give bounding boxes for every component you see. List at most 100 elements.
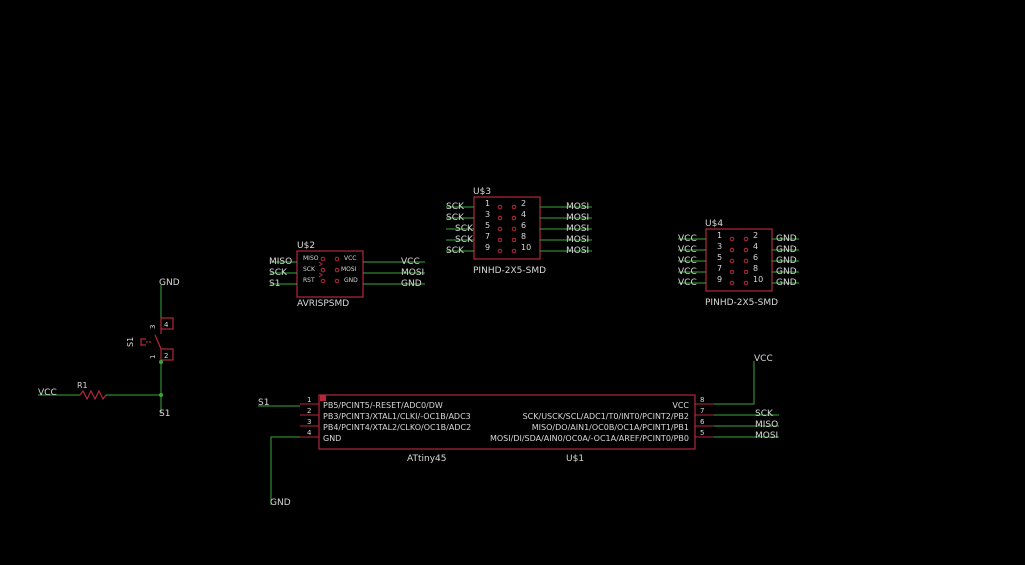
net-label-sck: SCK [755,409,774,419]
s1-lever [154,334,162,350]
u2-net-s1: S1 [269,279,280,289]
u4-body [705,228,773,292]
resistor-r1[interactable]: VCC R1 [38,381,161,401]
u4-pin-num: 5 [717,253,722,262]
u4-net-left: VCC [678,278,697,288]
u2-pin-chevrons [318,261,323,278]
r1-net-left: VCC [38,388,57,398]
u4-name: U$4 [705,219,723,229]
junction-dot [159,360,163,364]
attiny-pin5-label: MOSI/DI/SDA/AIN0/OC0A/-OC1A/AREF/PCINT0/… [490,434,689,443]
avrisp-header-part[interactable]: U$2 AVRISPSMD MISO SCK RST VCC MOSI GND … [269,241,425,309]
attiny-pin2-label: PB3/PCINT3/XTAL1/CLKI/-OC1B/ADC3 [323,412,471,421]
u3-pin-num: 7 [485,232,490,241]
s1-pin1: 1 [149,355,157,359]
pushbutton-s1[interactable]: GND S1 4 2 3 1 S1 [126,278,180,419]
s1-pin4: 4 [164,321,169,329]
u2-name: U$2 [297,241,315,251]
u2-pad [320,278,326,284]
r1-zigzag [79,389,107,401]
u2-pad [320,256,326,262]
u4-wires [678,238,799,284]
u2-pin-gnd: GND [344,277,358,284]
u3-net-right: MOSI [566,235,589,245]
attiny-pin4-num: 4 [307,429,312,437]
u2-net-miso: MISO [269,257,292,267]
u4-pin-num: 3 [717,242,722,251]
s1-pin-box-bottom [160,348,174,361]
pin-header-u3[interactable]: U$3 PINHD-2X5-SMD 1 3 5 7 9 2 4 6 8 10 S… [446,187,592,276]
u2-pin-mosi: MOSI [341,266,357,273]
s1-name: S1 [126,337,135,347]
u3-body [473,196,541,260]
u3-pin-num: 10 [521,243,531,252]
u4-pin-num: 10 [753,275,763,284]
u4-net-left: VCC [678,256,697,266]
attiny-pin7-label: SCK/USCK/SCL/ADC1/T0/INT0/PCINT2/PB2 [523,412,689,421]
attiny-pin4-label: GND [323,434,341,443]
u2-pad [320,267,326,273]
wire-vcc-pin8 [714,361,755,405]
attiny-pin5-num: 5 [700,429,704,437]
u4-net-right: GND [776,278,797,288]
attiny-name: U$1 [566,454,584,464]
s1-net-top: GND [159,278,180,288]
u2-pad [334,267,340,273]
net-label-miso: MISO [755,420,778,430]
u4-net-left: VCC [678,234,697,244]
s1-pin3: 3 [149,325,157,329]
junction-dot [159,393,163,397]
r1-name: R1 [77,381,88,390]
net-label-mosi: MOSI [755,431,778,441]
attiny-pin8-label: VCC [672,401,689,410]
u3-pin-num: 8 [521,232,526,241]
s1-pin2: 2 [164,352,168,360]
avrisp-body [296,250,364,298]
attiny-pin1-label: PB5/PCINT5/-RESET/ADC0/DW [323,401,443,410]
u2-pad [334,278,340,284]
u4-pin-num: 4 [753,242,758,251]
u3-net-left: SCK [455,235,474,245]
u4-pads [729,236,749,286]
attiny45-part[interactable]: 1 2 3 4 8 7 6 5 PB5/PCINT5/-RESET/ADC0/D… [300,394,714,464]
net-label-vcc: VCC [754,354,773,364]
attiny-pin3-label: PB4/PCINT4/XTAL2/CLKO/OC1B/ADC2 [323,423,471,432]
u3-net-right: MOSI [566,224,589,234]
u4-net-right: GND [776,245,797,255]
attiny-pin1-num: 1 [307,396,311,404]
u3-pin-num: 3 [485,210,490,219]
u3-pin-num: 9 [485,243,490,252]
u2-value: AVRISPSMD [297,299,349,309]
attiny-pin2-num: 2 [307,407,311,415]
u2-net-vcc: VCC [401,257,420,267]
u3-value: PINHD-2X5-SMD [473,266,546,276]
pin-header-u4[interactable]: U$4 PINHD-2X5-SMD 1 3 5 7 9 2 4 6 8 10 V… [678,219,799,308]
attiny-nets: S1 GND VCC SCK MISO MOSI [258,354,779,508]
net-label-s1: S1 [258,398,269,408]
attiny45-body [318,394,696,450]
attiny-pin7-num: 7 [700,407,704,415]
u3-net-right: MOSI [566,213,589,223]
u2-pin-sck: SCK [303,266,316,273]
attiny-pin6-label: MISO/DO/AIN1/OC0B/OC1A/PCINT1/PB1 [532,423,689,432]
u3-net-left: SCK [446,202,465,212]
u2-pad [334,256,340,262]
u3-wires [446,206,592,252]
attiny-pin6-num: 6 [700,418,705,426]
u4-net-left: VCC [678,245,697,255]
u4-value: PINHD-2X5-SMD [705,298,778,308]
u4-pin-num: 7 [717,264,722,273]
u2-net-mosi: MOSI [401,268,424,278]
u3-pin-num: 4 [521,210,526,219]
u3-net-right: MOSI [566,246,589,256]
u3-pin-num: 1 [485,199,490,208]
u2-net-sck: SCK [269,268,288,278]
u3-net-left: SCK [446,213,465,223]
u3-net-left: SCK [446,246,465,256]
u4-net-right: GND [776,256,797,266]
pin1-marker [320,395,326,401]
u3-net-right: MOSI [566,202,589,212]
u2-net-gnd: GND [401,279,422,289]
u3-pin-num: 5 [485,221,490,230]
